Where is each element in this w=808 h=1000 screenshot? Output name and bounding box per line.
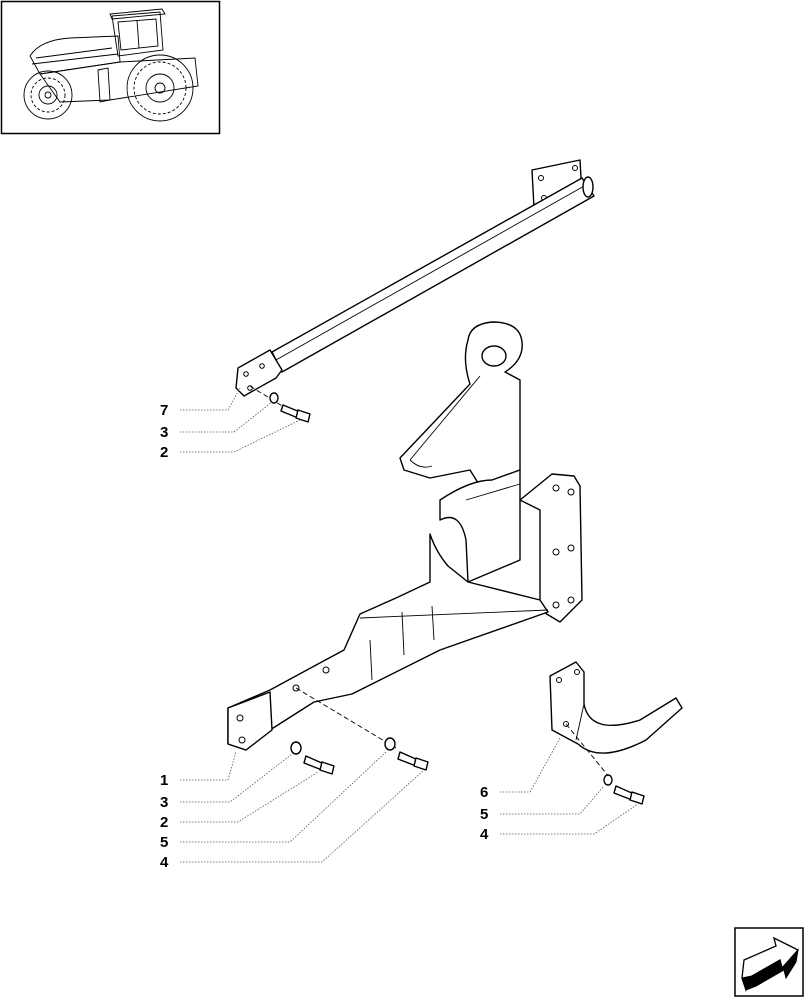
tie-bar-part <box>235 159 595 397</box>
callout-label: 5 <box>480 806 488 823</box>
callout-label: 6 <box>480 784 488 801</box>
callout-label: 3 <box>160 424 168 441</box>
callout-label: 7 <box>160 402 168 419</box>
callout-labels-lower-left: 1 3 2 5 4 <box>160 772 169 871</box>
callout-label: 5 <box>160 834 168 851</box>
callout-labels-upper: 7 3 2 <box>160 402 168 461</box>
tractor-thumbnail-icon <box>0 0 221 135</box>
callout-label: 2 <box>160 814 168 831</box>
lower-left-fasteners <box>290 687 429 775</box>
callout-label: 4 <box>160 854 169 871</box>
upper-fasteners <box>249 385 311 423</box>
callout-label: 4 <box>480 826 489 843</box>
main-bracket-part <box>227 321 583 751</box>
callout-label: 3 <box>160 794 168 811</box>
next-page-arrow-icon[interactable] <box>734 927 804 997</box>
callout-label: 2 <box>160 444 168 461</box>
lower-right-fasteners <box>565 723 645 805</box>
callout-label: 1 <box>160 772 168 789</box>
callout-labels-lower-right: 6 5 4 <box>480 784 489 843</box>
small-bracket-part <box>549 661 683 754</box>
leader-lines <box>180 387 639 863</box>
